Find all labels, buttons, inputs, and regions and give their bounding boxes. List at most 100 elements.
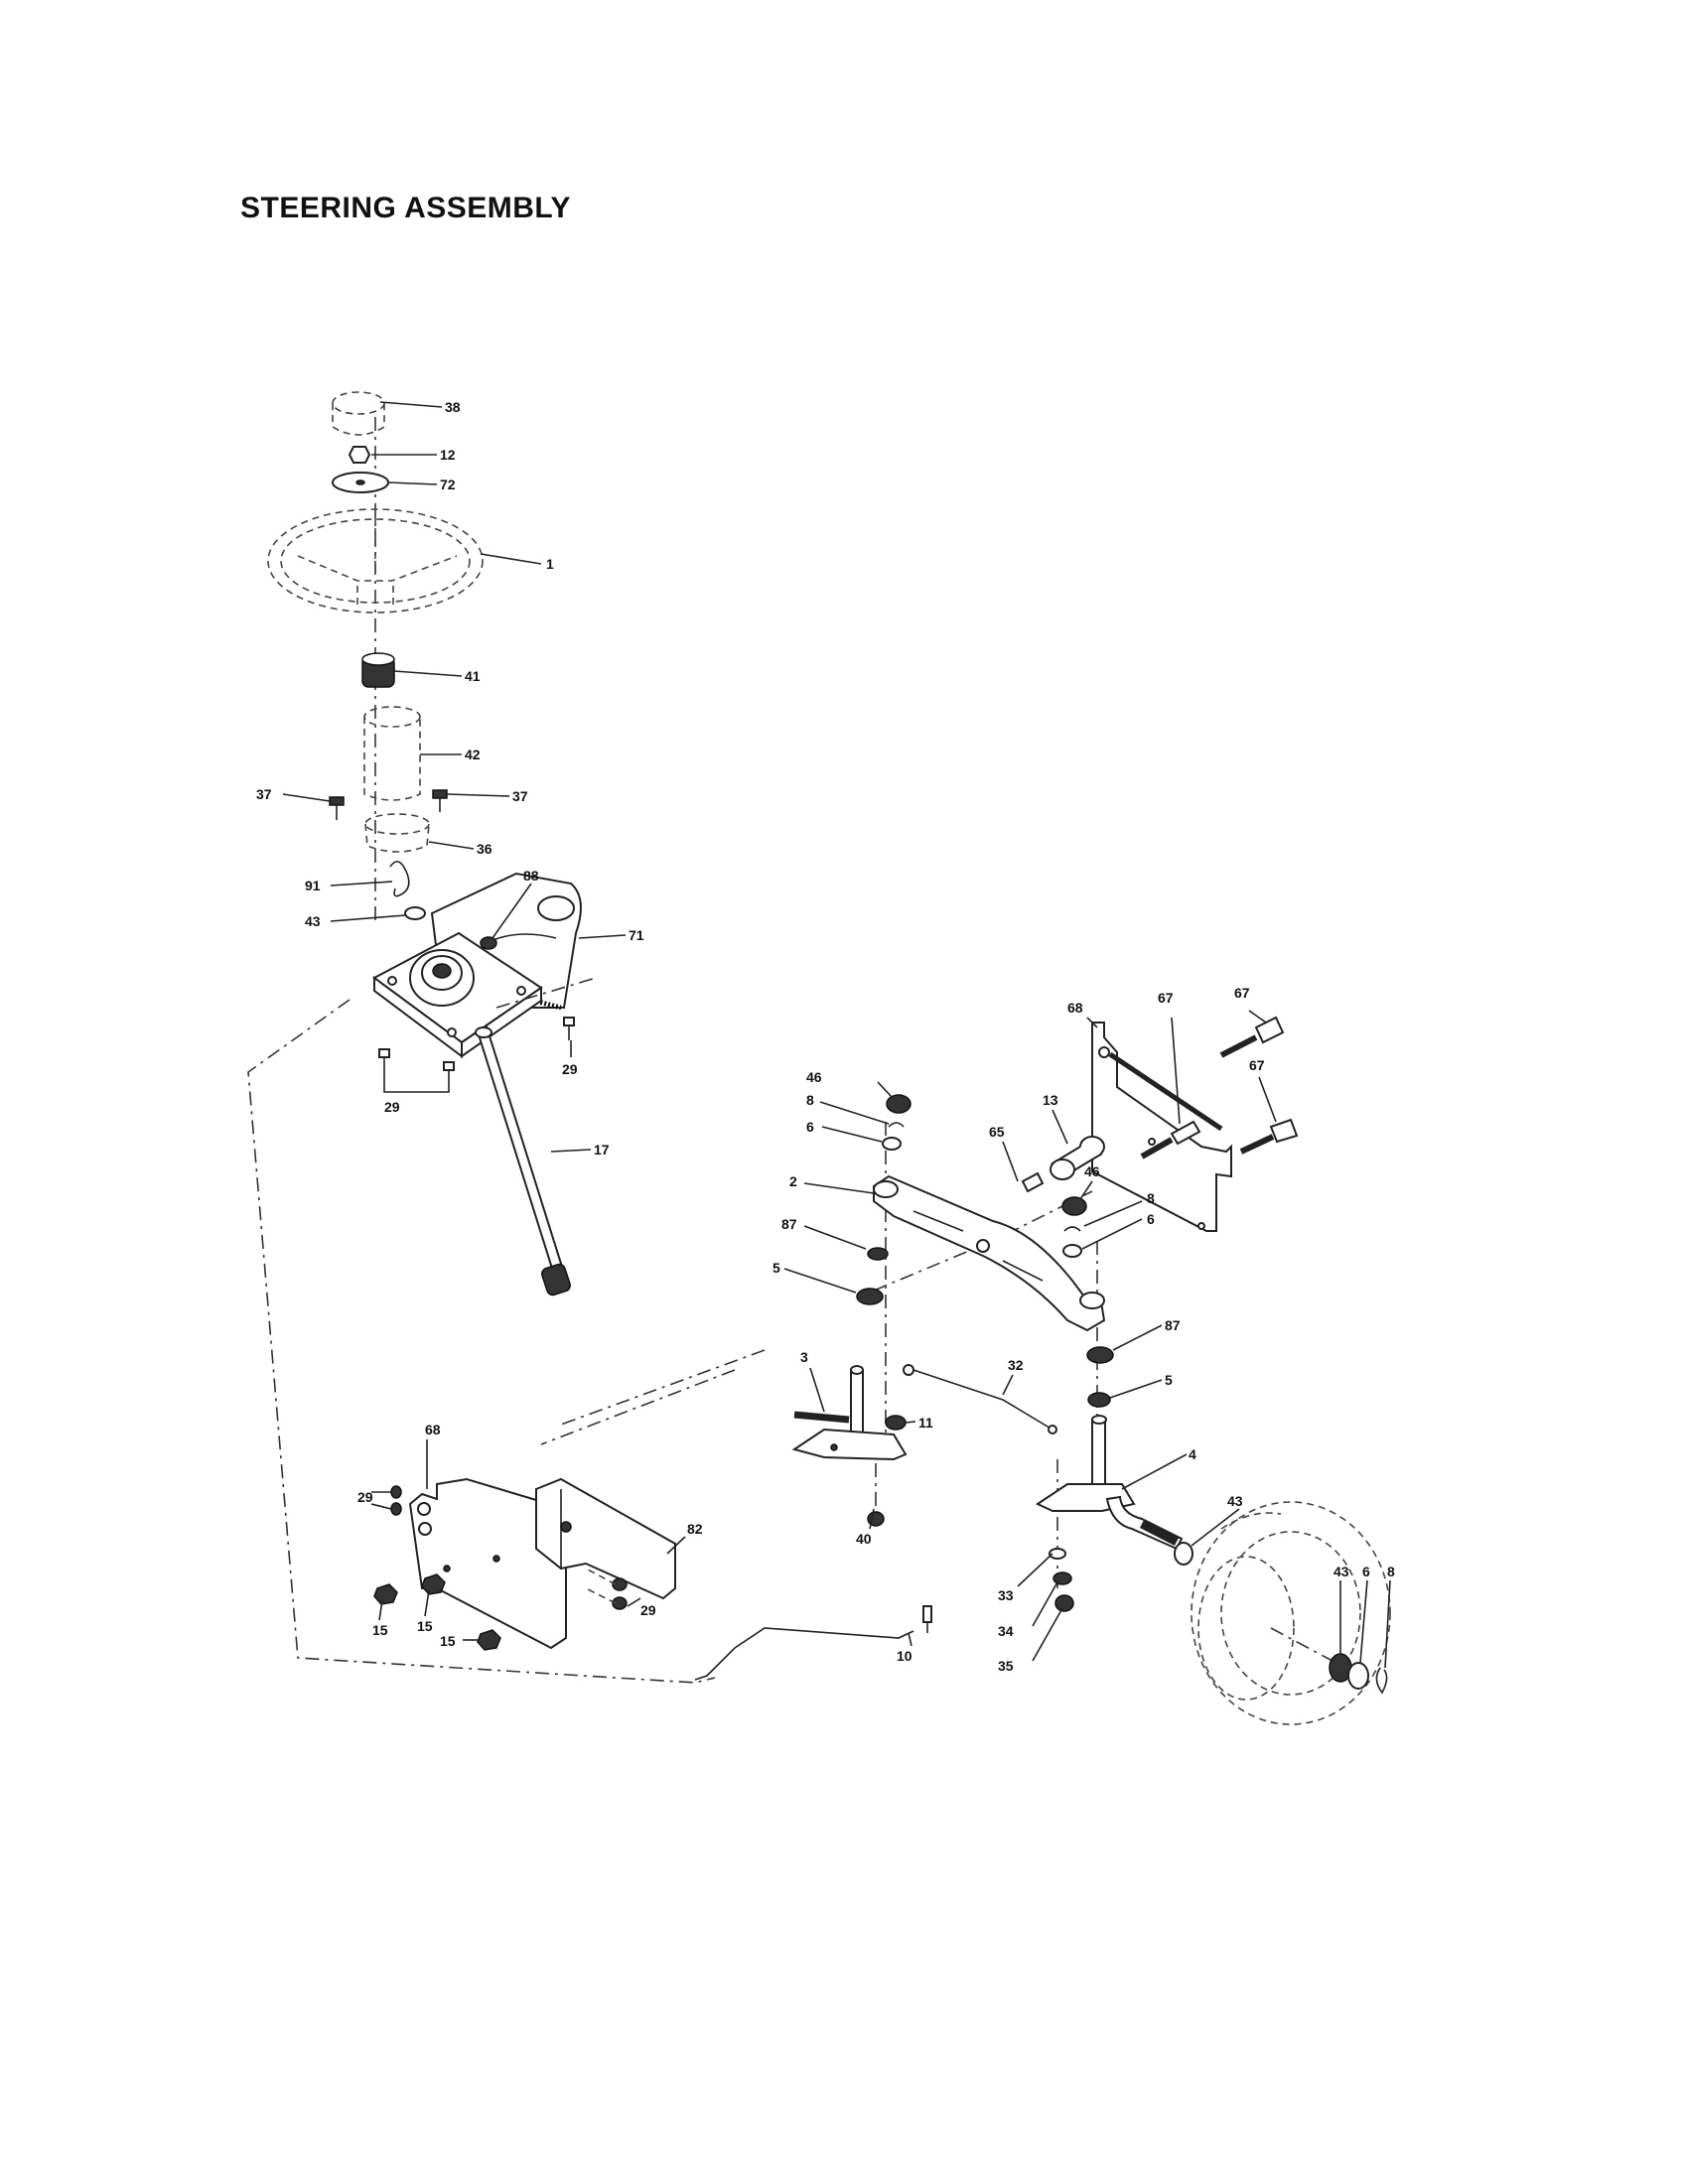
callout-29-lower-left: 29 (357, 1489, 373, 1505)
part-42-column-tube (363, 706, 421, 801)
callout-33: 33 (998, 1587, 1014, 1603)
callout-17: 17 (594, 1142, 610, 1158)
steering-housing-plate (372, 931, 543, 1058)
part-8-clip-right (1063, 1226, 1081, 1232)
part-6-washer-right (1062, 1244, 1082, 1258)
part-38-cap (332, 391, 385, 436)
part-87-bearing-right (1086, 1346, 1114, 1364)
part-91-spring (389, 861, 410, 897)
callout-67-b: 67 (1234, 985, 1250, 1001)
callout-11: 11 (918, 1415, 933, 1431)
part-17-steering-shaft (475, 1025, 571, 1297)
callout-91: 91 (305, 878, 321, 893)
callout-labels: 38 12 72 1 41 42 37 37 36 91 88 43 71 29… (256, 399, 1395, 1674)
part-43-washer (404, 906, 426, 920)
callout-2: 2 (789, 1173, 797, 1189)
part-drawings (247, 391, 1391, 1725)
callout-8-left: 8 (806, 1092, 814, 1108)
part-87-bearing-left (867, 1247, 889, 1261)
callout-46-right: 46 (1084, 1163, 1100, 1179)
callout-72: 72 (440, 477, 456, 492)
part-2-front-axle (873, 1174, 1106, 1332)
callout-5-right: 5 (1165, 1372, 1173, 1388)
linkage-path-mid (540, 1349, 766, 1445)
part-8-clip-outer (1375, 1667, 1388, 1695)
part-3-spindle-left (791, 1365, 908, 1461)
part-12-nut (348, 446, 371, 464)
callout-13: 13 (1043, 1092, 1058, 1108)
callout-32: 32 (1008, 1357, 1024, 1373)
callout-37-right: 37 (512, 788, 528, 804)
callout-8-outer: 8 (1387, 1564, 1395, 1579)
callout-29-lower-housing: 29 (384, 1099, 400, 1115)
part-5-washer-left (856, 1288, 884, 1305)
callout-87-left: 87 (781, 1216, 797, 1232)
part-37-bolt-right (432, 789, 448, 812)
callout-15-a: 15 (372, 1622, 388, 1638)
part-46-cap-left (886, 1094, 912, 1114)
part-33-washer (1049, 1548, 1066, 1560)
callout-1: 1 (546, 556, 554, 572)
callout-4: 4 (1189, 1446, 1196, 1462)
part-68-bracket-upper (1091, 1022, 1232, 1232)
callout-34: 34 (998, 1623, 1014, 1639)
part-13-bushing (1050, 1136, 1105, 1180)
callout-42: 42 (465, 747, 481, 762)
callout-3: 3 (800, 1349, 808, 1365)
part-1-steering-wheel (267, 508, 484, 614)
part-29-bolts-housing (378, 1017, 575, 1086)
callout-40: 40 (856, 1531, 872, 1547)
callout-67-a: 67 (1158, 990, 1174, 1006)
callout-88: 88 (523, 868, 539, 884)
part-72-washer (332, 472, 389, 493)
part-5-washer-right (1087, 1392, 1111, 1408)
callout-65: 65 (989, 1124, 1005, 1140)
page-title: STEERING ASSEMBLY (240, 192, 572, 224)
callout-71: 71 (629, 927, 644, 943)
callout-15-c: 15 (440, 1633, 456, 1649)
part-67-bolts (1140, 1016, 1299, 1160)
callout-87-right: 87 (1165, 1317, 1181, 1333)
callout-82: 82 (687, 1521, 703, 1537)
part-82-plate (535, 1477, 676, 1600)
part-43-washer-wheel (1174, 1542, 1193, 1566)
leader-lines (282, 401, 1391, 1669)
part-36-bushing (364, 813, 430, 853)
callout-68-lower: 68 (425, 1422, 441, 1437)
part-11-nut (885, 1415, 907, 1431)
callout-6-left: 6 (806, 1119, 814, 1135)
callout-6-right: 6 (1147, 1211, 1155, 1227)
part-4-spindle-right (1035, 1415, 1184, 1551)
callout-36: 36 (477, 841, 492, 857)
callout-68-upper: 68 (1067, 1000, 1083, 1016)
callout-8-right: 8 (1147, 1190, 1155, 1206)
callout-15-b: 15 (417, 1618, 433, 1634)
callout-29-right: 29 (562, 1061, 578, 1077)
part-34-washer (1052, 1571, 1072, 1585)
part-37-bolt-left (329, 796, 345, 820)
callout-29-lower-right: 29 (640, 1602, 656, 1618)
callout-12: 12 (440, 447, 456, 463)
part-88-bolt (480, 936, 497, 950)
part-10-drag-link (694, 1605, 932, 1681)
part-46-cap-right (1061, 1196, 1087, 1216)
part-29-bolts-lower (390, 1485, 628, 1610)
callout-10: 10 (897, 1648, 912, 1664)
callout-37-left: 37 (256, 786, 272, 802)
callout-6-outer: 6 (1362, 1564, 1370, 1579)
callout-46-left: 46 (806, 1069, 822, 1085)
part-6-washer-left (882, 1137, 902, 1151)
part-32-tie-rod (903, 1364, 1057, 1434)
callout-43-upper: 43 (305, 913, 321, 929)
part-15-nut-a (373, 1583, 398, 1605)
part-15-nut-c (477, 1629, 501, 1651)
front-wheel (1191, 1501, 1391, 1725)
callout-5-left: 5 (772, 1260, 780, 1276)
part-15-nut-b (421, 1573, 446, 1595)
linkage-path-gear (495, 977, 597, 1009)
part-6-washer-outer (1347, 1662, 1369, 1690)
callout-43-wheel: 43 (1227, 1493, 1243, 1509)
callout-35: 35 (998, 1658, 1014, 1674)
part-35-nut (1054, 1594, 1074, 1612)
